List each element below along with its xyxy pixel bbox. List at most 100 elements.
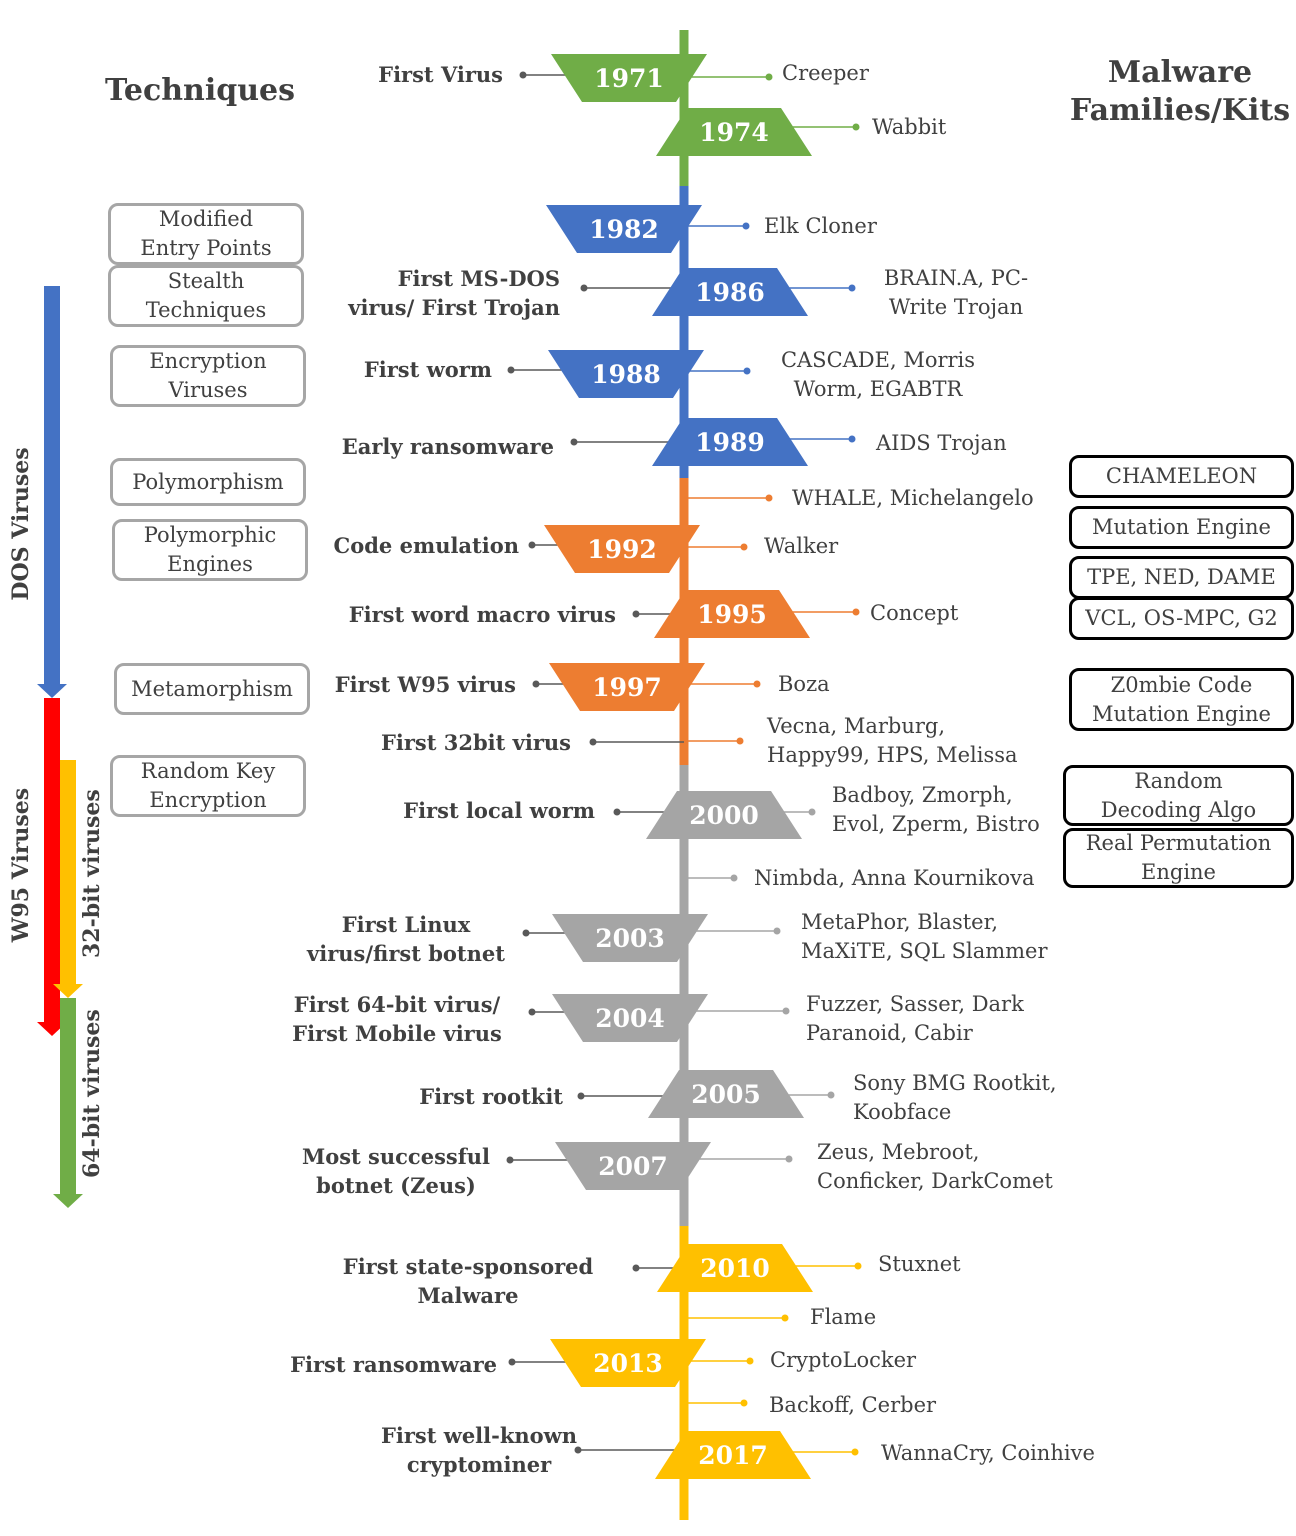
event-label: First MS-DOS virus/ First Trojan [348, 266, 560, 320]
year-label: 1989 [695, 428, 765, 457]
family-label: WannaCry, Coinhive [881, 1441, 1095, 1465]
year-marker [544, 525, 700, 573]
year-label: 1971 [594, 64, 664, 93]
family-label: MetaPhor, Blaster, MaXiTE, SQL Slammer [801, 910, 1048, 963]
connector-dot [580, 284, 588, 292]
technique-box: Polymorphic Engines [112, 519, 308, 581]
era-label-w95: W95 Viruses [8, 787, 34, 943]
event-label: Most successful botnet (Zeus) [301, 1144, 491, 1198]
connector-dot [574, 1446, 582, 1454]
family-label: AIDS Trojan [876, 431, 1007, 455]
connector-dot [782, 1007, 790, 1015]
era-label-64bit: 64-bit viruses [79, 1009, 105, 1178]
kit-box: VCL, OS-MPC, G2 [1069, 597, 1294, 640]
year-marker [652, 418, 808, 466]
family-label: Backoff, Cerber [769, 1393, 937, 1417]
family-label: BRAIN.A, PC- Write Trojan [883, 266, 1029, 319]
family-label: CASCADE, Morris Worm, EGABTR [780, 348, 976, 401]
year-marker [552, 914, 708, 962]
year-label: 1982 [589, 215, 659, 244]
year-marker [657, 1244, 813, 1292]
era-label-dos: DOS Viruses [8, 447, 34, 601]
event-label: Code emulation [333, 533, 519, 558]
connector-dot [740, 543, 748, 551]
year-label: 2000 [689, 801, 759, 830]
connector-dot [808, 808, 816, 816]
year-label: 1997 [592, 673, 662, 702]
connector-dot [785, 1155, 793, 1163]
year-marker [551, 54, 707, 102]
connector-dot [506, 1156, 514, 1164]
year-label: 1974 [699, 118, 769, 147]
technique-box: Metamorphism [114, 663, 310, 715]
kit-box: Z0mbie Code Mutation Engine [1069, 668, 1294, 731]
era-arrow-dos-head [37, 684, 67, 698]
year-marker [648, 1070, 804, 1118]
event-label: First W95 virus [334, 672, 516, 697]
technique-box: Encryption Viruses [110, 345, 306, 407]
year-label: 2005 [691, 1080, 761, 1109]
year-marker [550, 1339, 706, 1387]
family-label: Badboy, Zmorph, Evol, Zperm, Bistro [832, 783, 1040, 836]
connector-dot [519, 71, 527, 79]
year-marker [656, 108, 812, 156]
family-label: Zeus, Mebroot, Conficker, DarkComet [817, 1140, 1053, 1193]
family-label: WHALE, Michelangelo [792, 486, 1034, 510]
era-arrow-w95-head [37, 1022, 67, 1036]
kit-box: TPE, NED, DAME [1069, 556, 1294, 599]
kit-box: Random Decoding Algo [1063, 765, 1294, 826]
event-label: First word macro virus [348, 602, 616, 627]
family-label: Concept [870, 601, 959, 625]
era-label-32bit: 32-bit viruses [79, 789, 105, 958]
family-label: Vecna, Marburg, Happy99, HPS, Melissa [767, 714, 1018, 767]
family-label: Sony BMG Rootkit, Koobface [853, 1071, 1057, 1124]
connector-dot [508, 1358, 516, 1366]
era-arrow-64bit [60, 998, 76, 1196]
connector-dot [851, 1448, 859, 1456]
event-label: First ransomware [290, 1352, 497, 1377]
connector-dot [577, 1092, 585, 1100]
connector-dot [730, 874, 738, 882]
era-arrow-64bit-head [53, 1194, 83, 1208]
family-label: CryptoLocker [770, 1348, 917, 1372]
connector-dot [852, 608, 860, 616]
connector-dot [589, 738, 597, 746]
kit-box: CHAMELEON [1069, 455, 1294, 498]
era-arrow-32bit [60, 760, 76, 986]
era-arrow-dos [44, 286, 60, 686]
era-arrow-32bit-head [53, 984, 83, 998]
connector-dot [632, 610, 640, 618]
family-label: Boza [778, 672, 830, 696]
connector-dot [570, 438, 578, 446]
year-label: 1986 [695, 278, 765, 307]
year-marker [646, 791, 802, 839]
year-label: 2017 [698, 1441, 768, 1470]
families-heading: Malware Families/Kits [1069, 55, 1291, 128]
event-label: Early ransomware [341, 434, 554, 459]
event-label: First worm [363, 357, 492, 382]
kit-box: Mutation Engine [1069, 506, 1294, 549]
connector-dot [781, 1314, 789, 1322]
year-label: 2013 [593, 1349, 663, 1378]
year-marker [552, 994, 708, 1042]
technique-box: Polymorphism [110, 458, 306, 506]
family-label: Elk Cloner [764, 214, 877, 238]
connector-dot [522, 929, 530, 937]
event-label: First local worm [403, 798, 595, 823]
year-label: 1995 [697, 600, 767, 629]
technique-box: Random Key Encryption [110, 755, 306, 817]
kit-box: Real Permutation Engine [1063, 828, 1294, 888]
connector-dot [736, 737, 744, 745]
connector-dot [742, 222, 750, 230]
connector-dot [753, 680, 761, 688]
year-marker [654, 590, 810, 638]
year-marker [555, 1142, 711, 1190]
family-label: Flame [810, 1305, 877, 1329]
event-label: First state-sponsored Malware [342, 1254, 594, 1308]
year-marker [546, 205, 702, 253]
technique-box: Modified Entry Points [108, 203, 304, 265]
technique-box: Stealth Techniques [108, 265, 304, 327]
connector-dot [848, 435, 856, 443]
year-marker [652, 268, 808, 316]
